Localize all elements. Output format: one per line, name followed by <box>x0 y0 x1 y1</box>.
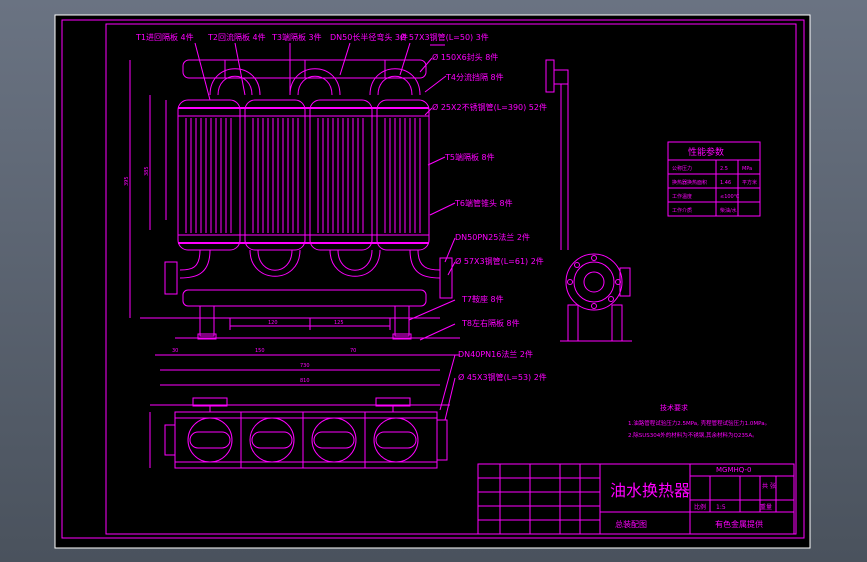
callout-2: T2回流隔板 4件 <box>207 32 266 42</box>
dim-b1: 30 <box>172 348 178 354</box>
callout-14: T8左右隔板 8件 <box>461 318 520 328</box>
callout-1: T1进回隔板 4件 <box>135 32 194 42</box>
callout-3: T3端隔板 3件 <box>271 32 322 42</box>
weight-label: 重量 <box>760 503 772 511</box>
param-value-1: 2.5 <box>720 166 728 172</box>
tech-line-2: 2.除SUS304外的材料为不锈钢,其余材料为Q235A。 <box>628 431 758 439</box>
callout-15: DN40PN16法兰 2件 <box>458 349 533 359</box>
callout-11: DN50PN25法兰 2件 <box>455 232 530 242</box>
callout-13: T7鞍座 8件 <box>461 294 504 304</box>
dim-height: 395 <box>124 176 130 186</box>
param-label-2: 换热器换热面积 <box>672 179 707 186</box>
callout-5: Ø 57X3钢管(L=50) 3件 <box>400 32 489 42</box>
leader-lines <box>194 42 456 421</box>
outer-frame <box>61 19 805 539</box>
param-label-4: 工作介质 <box>672 207 692 214</box>
tech-title: 技术要求 <box>660 403 688 412</box>
dim-b2: 150 <box>255 348 265 354</box>
tech-line-1: 1.油路管程试验压力2.5MPa, 壳程管程试验压力1.0MPa。 <box>628 419 770 427</box>
dim-w2: 125 <box>334 320 344 326</box>
params-title: 性能参数 <box>688 146 724 158</box>
top-view <box>149 397 450 469</box>
drawing-title: 油水换热器 <box>610 481 690 500</box>
callout-16: Ø 45X3钢管(L=53) 2件 <box>458 372 547 382</box>
param-value-2: 1.46 <box>720 180 731 186</box>
dim-overall: 810 <box>300 378 310 384</box>
dim-total: 730 <box>300 363 310 369</box>
callout-7: T4分流挡隔 8件 <box>445 72 504 82</box>
callout-8: Ø 25X2不锈钢管(L=390) 52件 <box>432 102 547 112</box>
drawing-number: MGMHQ-0 <box>716 466 751 474</box>
inner-frame <box>105 23 797 535</box>
side-view <box>545 59 632 342</box>
callout-9: T5端隔板 8件 <box>444 152 495 162</box>
callout-10: T6端管锥头 8件 <box>454 198 513 208</box>
callout-12: Ø 57X3钢管(L=61) 2件 <box>455 256 544 266</box>
param-unit-2: 平方米 <box>742 179 757 186</box>
company-name: 有色金属提供 <box>715 519 763 529</box>
param-label-1: 公称压力 <box>672 165 692 172</box>
front-view <box>129 59 460 386</box>
paper-sheet <box>54 14 811 549</box>
dim-w1: 120 <box>268 320 278 326</box>
param-label-3: 工作温度 <box>672 193 692 200</box>
param-unit-1: MPa <box>742 166 752 172</box>
callout-4: DN50长半径弯头 3件 <box>330 32 408 42</box>
param-value-4: 柴油/水 <box>720 207 737 214</box>
dim-inner-height: 385 <box>144 166 150 176</box>
dim-b3: 70 <box>350 348 356 354</box>
params-table <box>667 141 761 217</box>
scale-label: 比例 <box>694 503 706 511</box>
scale-value: 1:5 <box>716 504 726 511</box>
callout-6: Ø 150X6封头 8件 <box>432 52 498 62</box>
drawing-subtitle: 总装配图 <box>615 519 647 529</box>
title-block <box>477 463 795 535</box>
param-value-3: ≤100℃ <box>720 194 740 200</box>
sheet-label: 共 张 <box>762 482 776 490</box>
